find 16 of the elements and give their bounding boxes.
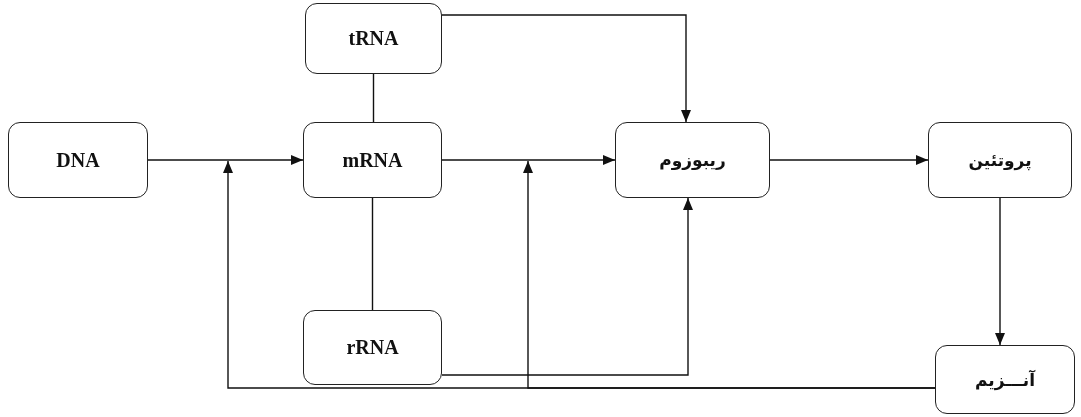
arrow [441,155,616,165]
arrow [441,197,693,376]
arrow [769,155,929,165]
process-box: DNA [8,122,148,198]
connector-line [372,73,375,123]
process-box: rRNA [303,310,442,385]
process-box: mRNA [303,122,442,198]
process-box: آنـــزیم [935,345,1075,414]
arrow [523,160,936,389]
arrow [995,197,1005,346]
process-box: tRNA [305,3,442,74]
process-box: ریبوزوم [615,122,770,198]
arrow [147,155,304,165]
arrow [441,14,691,123]
process-box: پروتئین [928,122,1072,198]
connector-line [371,197,374,311]
